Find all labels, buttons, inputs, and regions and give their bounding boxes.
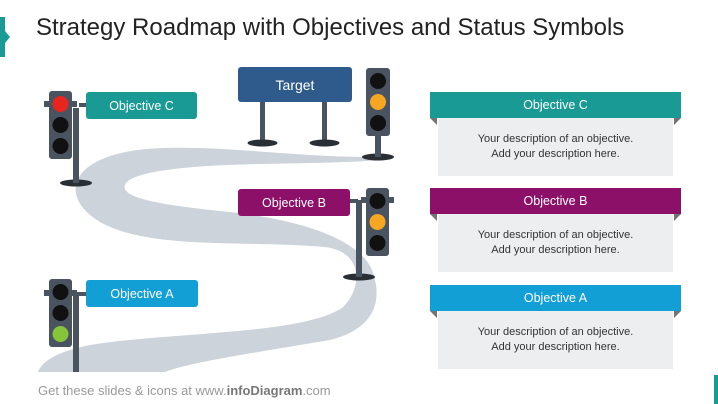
light-a-pole xyxy=(73,292,79,372)
footer-suffix: .com xyxy=(302,383,331,398)
slide-title: Strategy Roadmap with Objectives and Sta… xyxy=(36,14,625,41)
light-c-green-lamp xyxy=(52,138,69,154)
light-c-pole xyxy=(73,108,79,183)
light-c-arm xyxy=(79,103,87,107)
road-label-objective-b: Objective B xyxy=(238,189,350,216)
light-b-cap-right xyxy=(388,197,394,203)
panel-description-line2: Add your description here. xyxy=(491,244,620,256)
target-sign-posts xyxy=(247,100,340,147)
banner-fold-left xyxy=(430,311,437,318)
target-post-left-base xyxy=(247,139,278,147)
light-b-red-lamp xyxy=(369,193,386,209)
light-a-amber-lamp xyxy=(52,305,69,321)
panel-description: Your description of an objective. Add yo… xyxy=(438,311,673,369)
road-label-objective-a: Objective A xyxy=(86,280,198,307)
footer-brand: infoDiagram xyxy=(226,383,303,398)
panel-objective-b: Objective B Your description of an objec… xyxy=(430,188,681,272)
target-post-left xyxy=(260,100,265,142)
panel-objective-a: Objective A Your description of an objec… xyxy=(430,285,681,369)
light-a-cap-left xyxy=(44,290,50,296)
light-c-red-lamp xyxy=(52,96,69,112)
traffic-light-target xyxy=(362,68,394,161)
target-post-right-base xyxy=(309,139,340,147)
target-post-right xyxy=(322,100,327,142)
panel-heading: Objective A xyxy=(430,285,681,311)
road-path xyxy=(38,147,378,372)
target-sign: Target xyxy=(238,67,352,102)
banner-fold-left xyxy=(430,214,437,221)
footer-prefix: Get these slides & icons at www. xyxy=(38,383,227,398)
panel-heading: Objective C xyxy=(430,92,681,118)
panel-description-line1: Your description of an objective. xyxy=(477,229,634,241)
accent-notch xyxy=(5,31,10,43)
panel-description: Your description of an objective. Add yo… xyxy=(438,118,673,176)
light-a-green-lamp xyxy=(52,326,69,342)
road-label-objective-c: Objective C xyxy=(86,92,197,119)
banner-fold-left xyxy=(430,118,437,125)
accent-bar xyxy=(0,17,5,57)
panel-description: Your description of an objective. Add yo… xyxy=(438,214,673,272)
panel-description-line2: Add your description here. xyxy=(491,148,620,160)
traffic-light-objective-c xyxy=(44,91,92,187)
light-a-arm xyxy=(79,292,87,296)
panel-description-line1: Your description of an objective. xyxy=(477,326,634,338)
panel-objective-c: Objective C Your description of an objec… xyxy=(430,92,681,176)
light-b-arm xyxy=(350,199,358,203)
light-b-cap-left xyxy=(361,197,367,203)
light-c-amber-lamp xyxy=(52,117,69,133)
corner-mark xyxy=(714,375,718,404)
traffic-light-objective-b xyxy=(343,188,394,281)
light-c-cap-right xyxy=(71,101,77,107)
light-b-amber-lamp xyxy=(369,214,386,230)
light-b-green-lamp xyxy=(369,235,386,251)
banner-fold-right xyxy=(674,214,681,221)
light-a-cap-right xyxy=(71,290,77,296)
panel-description-line1: Your description of an objective. xyxy=(477,133,634,145)
traffic-light-objective-a xyxy=(44,279,87,372)
light-t-amber-lamp xyxy=(370,94,386,110)
light-t-pole xyxy=(375,128,381,157)
light-a-red-lamp xyxy=(52,284,69,300)
light-b-pole xyxy=(356,200,362,277)
light-t-green-lamp xyxy=(370,115,386,131)
light-t-red-lamp xyxy=(370,73,386,89)
footer-credit[interactable]: Get these slides & icons at www.infoDiag… xyxy=(38,383,331,398)
banner-fold-right xyxy=(674,118,681,125)
banner-fold-right xyxy=(674,311,681,318)
light-c-cap-left xyxy=(44,101,50,107)
panel-description-line2: Add your description here. xyxy=(491,341,620,353)
panel-heading: Objective B xyxy=(430,188,681,214)
